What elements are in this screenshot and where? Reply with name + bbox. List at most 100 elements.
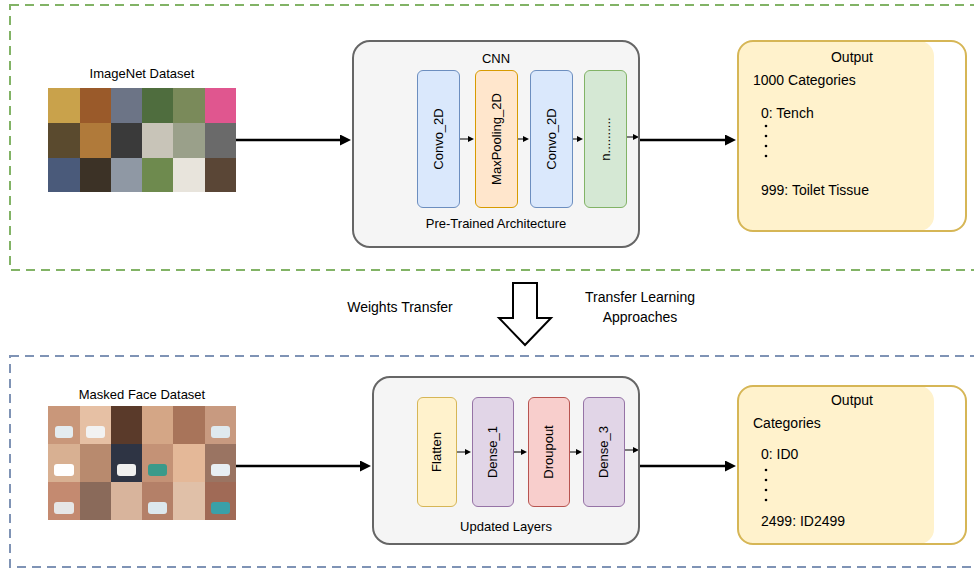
photo-tile: [205, 123, 236, 158]
dot: [765, 155, 768, 158]
face-tile: [142, 482, 173, 520]
photo-tile: [173, 88, 205, 123]
node-title: Dense_1: [485, 426, 501, 478]
flow-arrow: [518, 139, 523, 140]
face-mask: [211, 464, 230, 476]
node-text: 999: Toilet Tissue: [761, 182, 965, 198]
face-mask: [54, 502, 74, 514]
dot: [765, 499, 768, 502]
photo-tile: [173, 158, 205, 192]
imagenet-collage: [48, 88, 236, 192]
photo-tile: [205, 88, 236, 123]
photo-tile: [111, 88, 142, 123]
face-tile: [48, 444, 80, 482]
updated-box: Updated Layers Flatten Dense_1 Droupout Dens…: [372, 376, 640, 545]
layer-box: n..........: [584, 70, 627, 208]
face-tile: [111, 406, 142, 444]
face-tile: [80, 482, 111, 520]
face-tile: [205, 406, 236, 444]
layer-box: Droupout: [528, 397, 570, 507]
flow-arrow: [236, 139, 340, 142]
transfer-arrow: [499, 283, 551, 345]
flow-arrow: [570, 452, 576, 453]
photo-tile: [111, 158, 142, 192]
node-title: Flatten: [429, 432, 445, 472]
node-text: 1000 Categories: [753, 72, 965, 88]
flow-arrow: [640, 465, 725, 468]
node-title: Dense_3: [596, 426, 612, 478]
photo-tile: [48, 88, 80, 123]
photo-tile: [173, 123, 205, 158]
node-title: Updated Layers: [460, 519, 552, 535]
cnn-box: CNN Pre-Trained Architecture Convo_2D MaxPo…: [352, 40, 640, 248]
ellipsis-dots: [765, 125, 768, 502]
face-tile: [142, 406, 173, 444]
dataset-collage: ImageNet Dataset: [48, 66, 236, 192]
photo-tile: [48, 123, 80, 158]
dot: [765, 479, 768, 482]
node-title: Output: [739, 392, 965, 408]
photo-tile: [205, 158, 236, 192]
layer-box: Flatten: [417, 397, 457, 507]
node-title: Convo_2D: [431, 108, 447, 169]
flow-arrow: [573, 139, 577, 140]
layer-box: Convo_2D: [417, 70, 460, 208]
flow-arrow: [236, 465, 360, 468]
layer-box: Dense_1: [472, 397, 514, 507]
node-title: MaxPooling_2D: [489, 93, 505, 185]
face-mask: [86, 426, 105, 438]
cnn-fill: [353, 41, 639, 247]
dataset-collage: Masked Face Dataset: [48, 387, 236, 520]
dot: [765, 489, 768, 492]
face-mask: [54, 464, 74, 476]
photo-tile: [142, 123, 173, 158]
photo-tile: [80, 88, 111, 123]
dot: [765, 145, 768, 148]
photo-tile: [80, 123, 111, 158]
node-title: CNN: [482, 51, 510, 67]
masked-face-collage: [48, 406, 236, 520]
node-title: Convo_2D: [544, 108, 560, 169]
node-text: 0: ID0: [761, 446, 965, 462]
face-mask: [117, 464, 136, 476]
face-tile: [48, 482, 80, 520]
flow-arrow: [457, 452, 465, 453]
node-text: Categories: [753, 415, 965, 431]
node-text: 2499: ID2499: [761, 513, 965, 529]
node-text: Pre-Trained Architecture: [426, 216, 566, 232]
flow-arrow: [460, 139, 468, 140]
face-mask: [148, 502, 167, 514]
face-mask: [55, 426, 73, 438]
updated-fill: [373, 377, 639, 544]
node-title: Droupout: [541, 425, 557, 478]
dot: [765, 469, 768, 472]
layer-box: Dense_3: [583, 397, 625, 507]
face-tile: [111, 444, 142, 482]
face-tile: [80, 406, 111, 444]
face-mask: [211, 502, 230, 514]
target-region: [10, 356, 974, 567]
photo-tile: [142, 158, 173, 192]
face-mask: [148, 464, 167, 476]
dot: [765, 135, 768, 138]
face-tile: [80, 444, 111, 482]
node-title: Masked Face Dataset: [79, 387, 205, 403]
annotation-label: Transfer Learning Approaches: [570, 287, 710, 327]
photo-tile: [111, 123, 142, 158]
face-tile: [173, 482, 205, 520]
flow-arrow: [514, 452, 521, 453]
face-tile: [173, 444, 205, 482]
node-title: ImageNet Dataset: [90, 66, 195, 82]
output-fill: [738, 41, 934, 231]
face-tile: [205, 482, 236, 520]
node-text: 0: Tench: [761, 105, 965, 121]
face-tile: [142, 444, 173, 482]
output-box: OutputCategories 0: ID0 2499: ID2499: [737, 385, 967, 545]
face-tile: [173, 406, 205, 444]
photo-tile: [48, 158, 80, 192]
face-tile: [48, 406, 80, 444]
node-title: Output: [739, 49, 965, 65]
layer-box: Convo_2D: [530, 70, 573, 208]
face-mask: [211, 426, 230, 438]
